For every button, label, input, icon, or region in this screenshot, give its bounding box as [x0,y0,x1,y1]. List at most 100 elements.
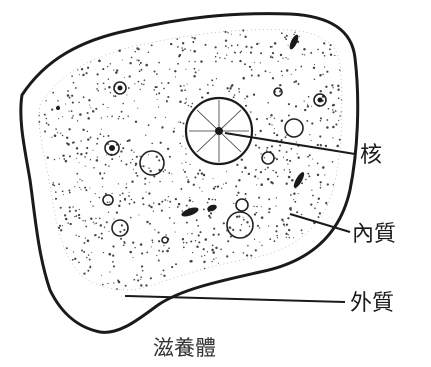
granule [125,163,128,166]
granule [96,137,99,140]
granule [219,57,221,59]
granule [96,156,99,158]
ectoplasm-leader [124,295,346,303]
granule [202,173,206,177]
granule [308,165,310,167]
granule [71,75,73,77]
granule [102,283,104,286]
granule [132,256,134,258]
granule [100,274,102,276]
granule [340,111,342,113]
granule [144,177,147,180]
granule [134,164,137,167]
granule [240,50,243,53]
granule [153,70,156,73]
granule [290,73,292,75]
granule [293,237,295,239]
granule [214,46,217,49]
granule [72,115,74,117]
granule [323,55,326,57]
granule [199,187,201,189]
granule [115,71,118,74]
granule [96,73,99,76]
granule [117,117,120,120]
granule [283,169,285,171]
granule [43,130,47,133]
granule [189,49,192,51]
vacuole [313,93,327,107]
granule [227,240,230,243]
granule [285,232,288,235]
granule [288,169,291,171]
granule [317,201,319,204]
granule [126,94,128,96]
granule [308,175,311,178]
granule [139,88,141,91]
granule [256,42,259,46]
granule [72,81,75,84]
granule [101,186,104,188]
granule [188,60,190,63]
granule [157,231,160,234]
granule [78,235,80,238]
granule [52,91,55,94]
granule [78,208,80,211]
granule [146,220,149,224]
granule [174,231,176,233]
granule [45,122,48,125]
granule [66,94,70,97]
granule [72,142,75,144]
granule [62,225,64,227]
granule [72,206,74,208]
granule [147,124,150,127]
granule [316,143,319,147]
particle [289,34,299,50]
granule [306,119,309,122]
granule [152,202,155,204]
granule [47,123,50,126]
granule [250,46,253,49]
granule [145,134,147,136]
granule [237,191,240,194]
granule [270,181,273,184]
granule [319,117,323,120]
granule [260,153,262,155]
granule [84,219,86,221]
granule [259,241,261,243]
granule [317,197,321,200]
granule [66,142,69,145]
granule [69,222,72,226]
granule [156,254,158,257]
granule [68,110,70,112]
granule [193,67,196,70]
granule [263,157,266,159]
granule [337,88,340,92]
granule [289,159,292,162]
granule [338,119,340,122]
granule [314,207,316,209]
vacuole [111,219,129,237]
figure-caption: 滋養體 [153,336,216,360]
granule [329,91,333,94]
granule [116,69,119,72]
granule [194,239,197,242]
granule [58,226,61,229]
granule [209,216,212,219]
granule [122,147,125,150]
granule [192,201,194,203]
granule [109,201,111,203]
granule [64,217,68,221]
granule [59,229,63,232]
granule [111,115,113,118]
granule [191,36,193,39]
granule [81,180,83,182]
granule [214,55,217,58]
granule [279,83,282,87]
granule [268,207,271,211]
particle [207,204,217,212]
granule [273,117,276,120]
granule [156,73,158,75]
granule [194,176,197,179]
granule [168,206,170,208]
granule [310,51,313,54]
